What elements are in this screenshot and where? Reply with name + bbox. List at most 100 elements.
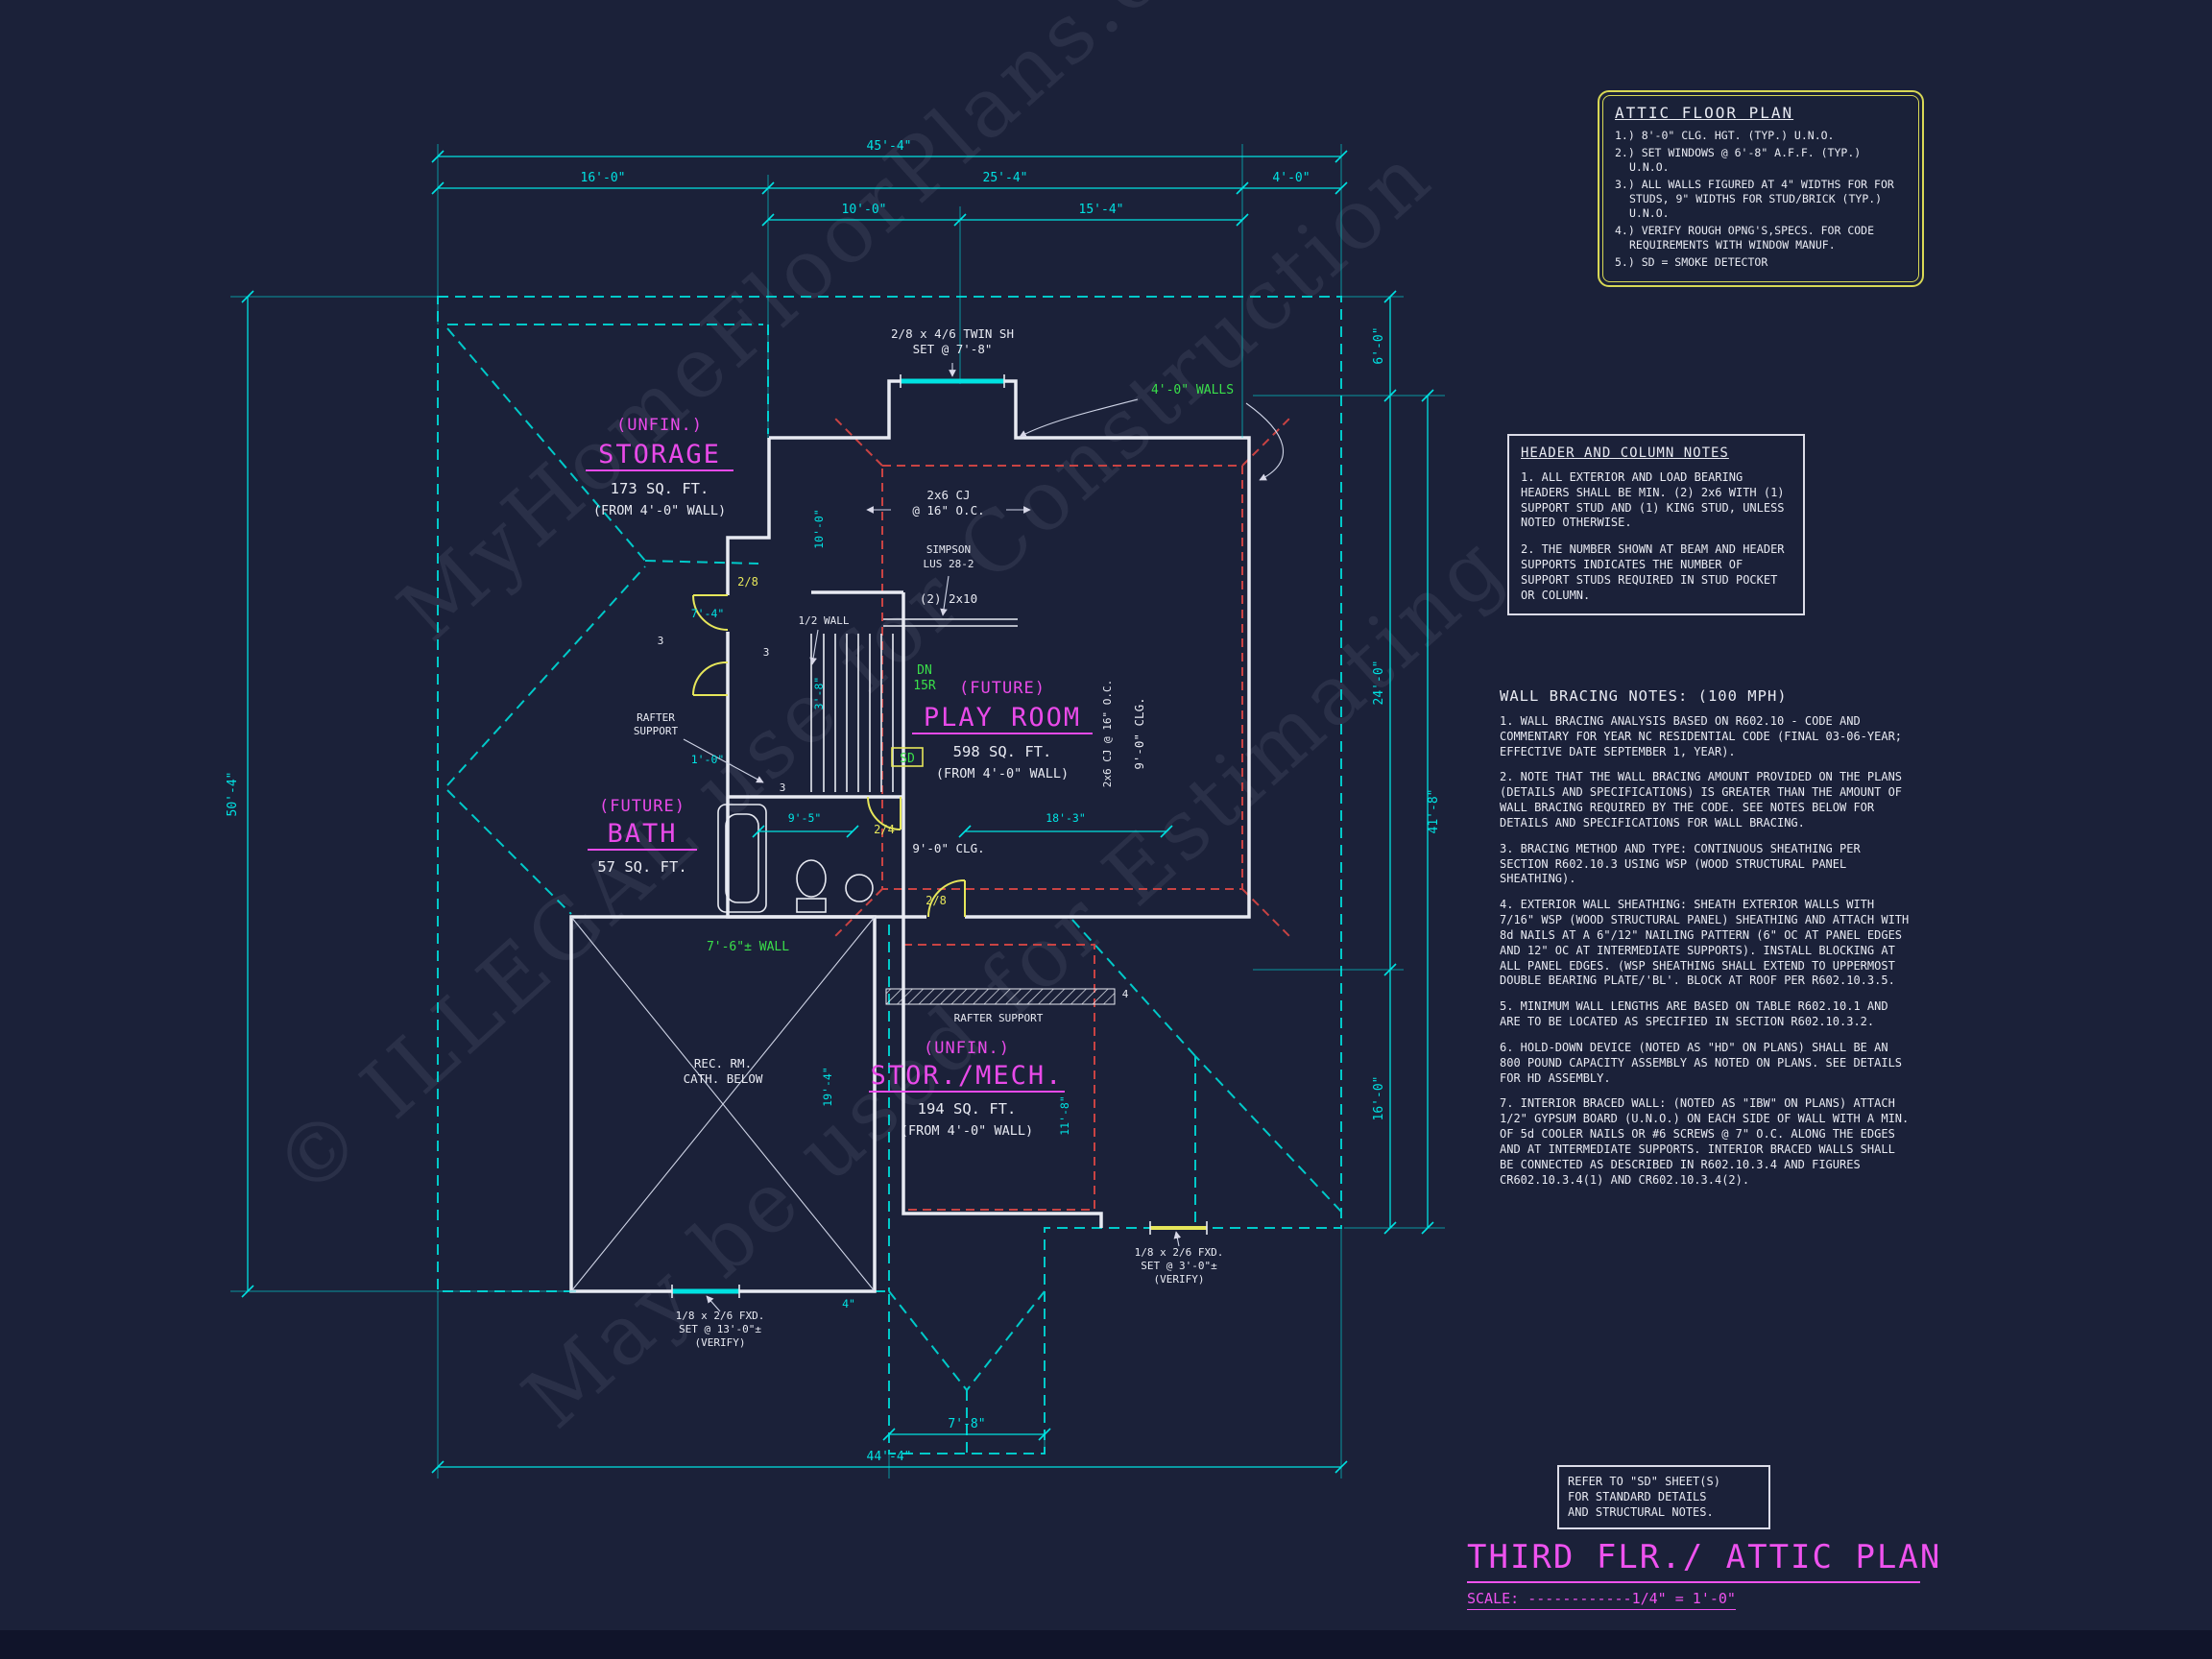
ceiling-height-label-vertical: 9'-0" CLG. — [1132, 697, 1146, 769]
window-note-right-line2: SET @ 3'-0"± — [1141, 1260, 1217, 1272]
wall-bracing-paragraph: 6. HOLD-DOWN DEVICE (NOTED AS "HD" ON PL… — [1500, 1040, 1903, 1085]
smoke-detector-label: SD — [900, 752, 915, 766]
stormech-label: STOR./MECH. — [871, 1061, 1064, 1091]
playroom-area: 598 SQ. FT. — [953, 743, 1052, 760]
walls — [569, 379, 1251, 1293]
stormech-area: 194 SQ. FT. — [918, 1100, 1017, 1118]
wall-bracing-paragraph: 2. NOTE THAT THE WALL BRACING AMOUNT PRO… — [1500, 770, 1903, 830]
stair-riser-label: 15R — [913, 679, 936, 693]
window-note-right-line1: 1/8 x 2/6 FXD. — [1135, 1246, 1224, 1259]
knee-wall-lines — [830, 414, 1294, 1211]
dim-4in: 4" — [842, 1297, 855, 1310]
stud-count-marker: 3 — [658, 635, 664, 647]
stud-count-marker-4: 4 — [1122, 988, 1129, 1000]
dim-4-0: 4'-0" — [1272, 171, 1310, 185]
dim-6-0: 6'-0" — [1372, 326, 1386, 364]
dim-50-4: 50'-4" — [226, 772, 240, 817]
wall-bracing-title: WALL BRACING NOTES: (100 MPH) — [1500, 687, 1788, 705]
window-note-right-line3: (VERIFY) — [1154, 1273, 1205, 1286]
header-notes-title: HEADER AND COLUMN NOTES — [1521, 445, 1729, 461]
ceiling-joist-label-line1: 2x6 CJ — [926, 488, 970, 502]
header-column-notes: HEADER AND COLUMN NOTES 1. ALL EXTERIOR … — [1507, 434, 1805, 615]
wall-bracing-paragraph: 5. MINIMUM WALL LENGTHS ARE BASED ON TAB… — [1500, 999, 1888, 1029]
attic-floor-plan-notes: ATTIC FLOOR PLAN 1.) 8'-0" CLG. HGT. (TY… — [1598, 90, 1924, 288]
wall-bracing-paragraph: 1. WALL BRACING ANALYSIS BASED ON R602.1… — [1500, 714, 1903, 758]
stud-count-marker: 3 — [763, 646, 770, 659]
dimension-lines — [230, 144, 1445, 1479]
bottom-strip — [0, 1630, 2212, 1659]
sd-note-line: FOR STANDARD DETAILS — [1568, 1490, 1707, 1504]
header-note-paragraph: 2. THE NUMBER SHOWN AT BEAM AND HEADER S… — [1521, 542, 1785, 602]
dim-11-8: 11'-8" — [1058, 1095, 1071, 1136]
playroom-label-prefix: (FUTURE) — [959, 679, 1046, 698]
window-note-left-line1: 1/8 x 2/6 FXD. — [676, 1310, 765, 1322]
dim-9-5: 9'-5" — [788, 811, 822, 825]
bath-area: 57 SQ. FT. — [597, 858, 686, 876]
dormer-window — [900, 374, 1005, 388]
bath-label-prefix: (FUTURE) — [599, 797, 685, 816]
attic-note-item: 5.) SD = SMOKE DETECTOR — [1615, 254, 1768, 269]
dimension-texts: 45'-4" 16'-0" 25'-4" 4'-0" 10'-0" 15'-4"… — [226, 139, 1441, 1464]
stormech-label-prefix: (UNFIN.) — [924, 1039, 1010, 1058]
storage-room-area-note: (FROM 4'-0" WALL) — [593, 503, 726, 518]
title-block: THIRD FLR./ ATTIC PLAN SCALE: ----------… — [1467, 1538, 1939, 1610]
dim-25-4: 25'-4" — [983, 171, 1028, 185]
twin-window-note-line2: SET @ 7'-8" — [913, 342, 993, 356]
attic-notes-title: ATTIC FLOOR PLAN — [1615, 104, 1794, 122]
half-wall-label: 1/2 WALL — [799, 614, 850, 627]
wall-bracing-paragraph: 7. INTERIOR BRACED WALL: (NOTED AS "IBW"… — [1500, 1096, 1910, 1187]
sd-note-line: AND STRUCTURAL NOTES. — [1568, 1505, 1714, 1520]
storage-room-label: STORAGE — [598, 440, 721, 469]
dim-10-0: 10'-0" — [842, 203, 887, 217]
dim-3-8: 3'-8" — [812, 677, 826, 710]
door-2-8-label: 2/8 — [737, 575, 758, 589]
sheet-scale: SCALE: ------------1/4" = 1'-0" — [1467, 1590, 1736, 1610]
recroom-label-line2: CATH. BELOW — [684, 1071, 763, 1086]
attic-note-item: 3.) ALL WALLS FIGURED AT 4" WIDTHS FOR F… — [1615, 177, 1894, 220]
sd-note-line: REFER TO "SD" SHEET(S) — [1568, 1475, 1720, 1488]
rafter-support-left-line2: SUPPORT — [634, 725, 679, 737]
ceiling-joist-label-line2: @ 16" O.C. — [912, 503, 984, 517]
dim-1-0: 1'-0" — [691, 753, 725, 766]
playroom-label: PLAY ROOM — [924, 703, 1081, 733]
attic-note-item: 1.) 8'-0" CLG. HGT. (TYP.) U.N.O. — [1615, 129, 1835, 142]
door-2-4-label: 2/4 — [874, 823, 895, 836]
beam-label: (2) 2x10 — [920, 591, 977, 606]
door-2-8-label-bottom: 2/8 — [926, 894, 947, 907]
ceiling-joist-label-vertical: 2x6 CJ @ 16" O.C. — [1101, 680, 1114, 788]
attic-note-item: 2.) SET WINDOWS @ 6'-8" A.F.F. (TYP.) U.… — [1615, 145, 1862, 174]
rafter-support-left-line1: RAFTER — [637, 711, 675, 724]
ceiling-height-label: 9'-0" CLG. — [912, 841, 984, 855]
walls-4-0-label: 4'-0" WALLS — [1151, 383, 1234, 397]
wall-bracing-notes: WALL BRACING NOTES: (100 MPH) 1. WALL BR… — [1500, 687, 1914, 1198]
stormech-area-note: (FROM 4'-0" WALL) — [901, 1123, 1033, 1139]
dim-7-4: 7'-4" — [691, 607, 725, 620]
leader-lines — [683, 363, 1285, 1312]
wall-7-6-label: 7'-6"± WALL — [707, 940, 789, 954]
dim-24-0: 24'-0" — [1372, 661, 1386, 706]
rafter-support-center: RAFTER SUPPORT — [954, 1012, 1044, 1024]
wall-bracing-paragraph: 4. EXTERIOR WALL SHEATHING: SHEATH EXTER… — [1500, 898, 1910, 988]
dim-41-8: 41'-8" — [1427, 789, 1441, 834]
right-window — [1149, 1221, 1208, 1235]
bath-fixtures — [717, 804, 874, 913]
dim-44-4: 44'-4" — [867, 1450, 912, 1464]
window-note-left-line3: (VERIFY) — [695, 1336, 746, 1349]
header-note-paragraph: 1. ALL EXTERIOR AND LOAD BEARING HEADERS… — [1521, 470, 1785, 530]
annotation-texts: 2/8 x 4/6 TWIN SH SET @ 7'-8" 4'-0" WALL… — [634, 326, 1234, 1349]
storage-room-label-prefix: (UNFIN.) — [616, 416, 703, 435]
storage-room-area: 173 SQ. FT. — [611, 480, 709, 497]
smoke-detector-box — [891, 747, 924, 767]
simpson-hanger-label-line1: SIMPSON — [926, 543, 971, 556]
twin-window-note-line1: 2/8 x 4/6 TWIN SH — [891, 326, 1014, 341]
simpson-hanger-label-line2: LUS 28-2 — [924, 558, 974, 570]
sheet-title: THIRD FLR./ ATTIC PLAN — [1467, 1538, 1939, 1583]
dim-7-8: 7'-8" — [948, 1417, 985, 1431]
room-labels: (UNFIN.) STORAGE 173 SQ. FT. (FROM 4'-0"… — [586, 416, 1093, 1139]
dim-19-4: 19'-4" — [821, 1067, 834, 1107]
doors — [691, 594, 966, 918]
sd-sheet-reference: REFER TO "SD" SHEET(S) FOR STANDARD DETA… — [1557, 1465, 1770, 1529]
stair-dn-label: DN — [917, 663, 932, 678]
dim-10-0-stair: 10'-0" — [812, 509, 826, 549]
